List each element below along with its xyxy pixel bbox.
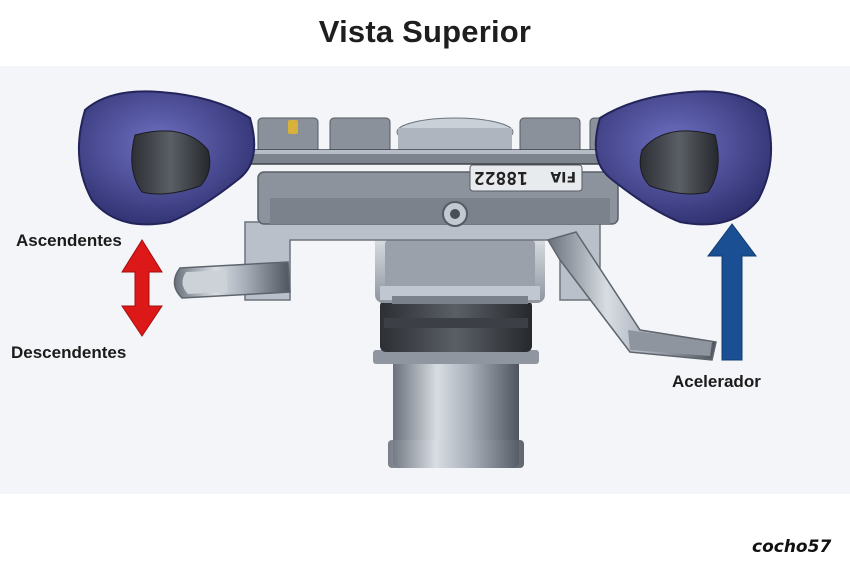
label-accelerator: Acelerador <box>672 372 761 391</box>
up-down-arrow-icon <box>121 239 163 337</box>
throttle-paddle <box>546 231 717 361</box>
accelerator-arrow-icon <box>707 223 757 361</box>
label-ascending: Ascendentes <box>16 231 122 250</box>
steering-column <box>373 300 539 468</box>
central-hub <box>375 228 545 304</box>
label-descending: Descendentes <box>11 343 127 362</box>
wheel-body <box>257 117 651 227</box>
left-grip <box>77 90 256 226</box>
plate-badge: FIA <box>550 168 576 184</box>
plate-number: 18822 <box>474 167 528 188</box>
left-shift-paddle <box>173 261 291 299</box>
watermark: cocho57 <box>752 537 832 557</box>
right-grip <box>594 90 773 226</box>
diagram-title: Vista Superior <box>318 14 532 49</box>
